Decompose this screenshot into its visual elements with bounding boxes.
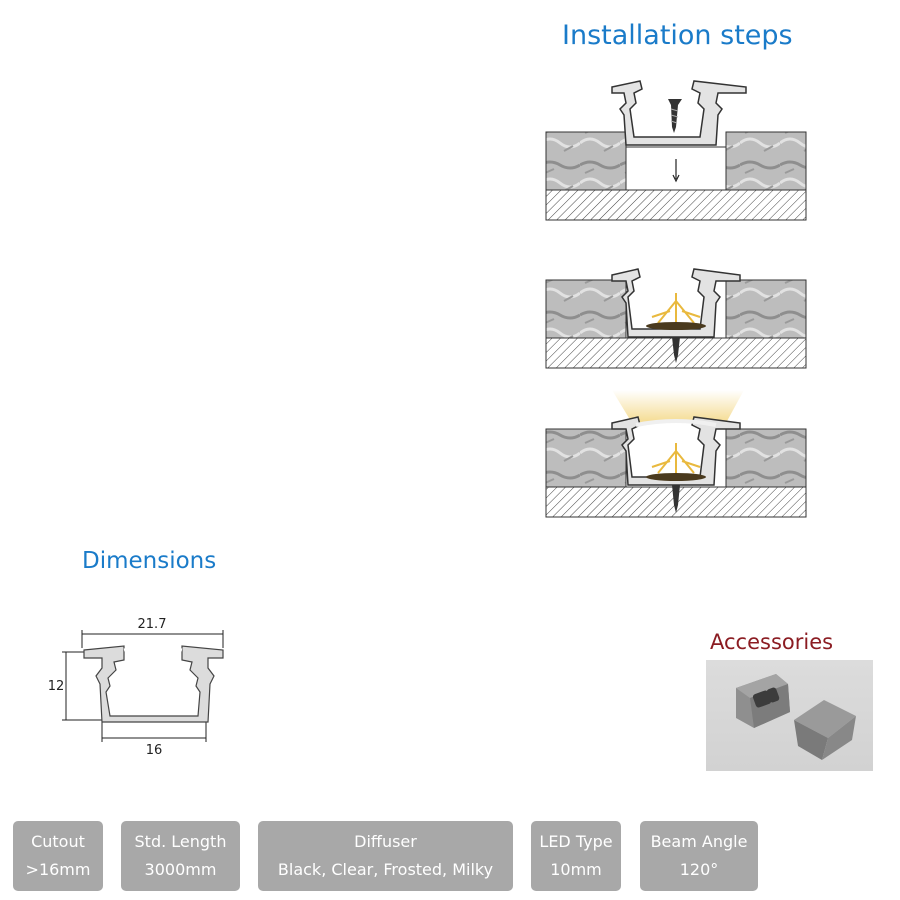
- spec-value: Black, Clear, Frosted, Milky: [277, 860, 494, 879]
- spec-value: 120°: [679, 860, 719, 879]
- spec-value: >16mm: [25, 860, 91, 879]
- spec-led-type: LED Type 10mm: [531, 821, 621, 891]
- width-label: 21.7: [138, 617, 167, 632]
- aluminium-profile: [611, 416, 741, 486]
- installation-step-2-diagram: [545, 268, 807, 369]
- spec-std-length: Std. Length 3000mm: [121, 821, 240, 891]
- spec-label: Diffuser: [354, 832, 417, 851]
- screw-icon: [672, 485, 680, 513]
- dimensions-title: Dimensions: [82, 548, 217, 574]
- height-label: 12: [48, 679, 65, 694]
- spec-value: 10mm: [550, 860, 602, 879]
- screw-icon: [672, 337, 680, 363]
- light-glow: [612, 390, 744, 423]
- arrow-down-icon: [672, 159, 680, 183]
- spec-value: 3000mm: [144, 860, 217, 879]
- aluminium-profile: [611, 268, 741, 338]
- diffuser-cover: [123, 645, 183, 652]
- dimensions-diagram: 21.7 12 16: [48, 617, 224, 758]
- aluminium-profile: [611, 80, 747, 146]
- inner-width-label: 16: [146, 743, 163, 758]
- spec-label: Std. Length: [134, 832, 227, 851]
- spec-cutout: Cutout >16mm: [13, 821, 103, 891]
- diffuser-cover: [635, 419, 717, 427]
- spec-beam-angle: Beam Angle 120°: [640, 821, 758, 891]
- spec-bar: Cutout >16mm Std. Length 3000mm Diffuser…: [0, 821, 900, 891]
- spec-label: Cutout: [31, 832, 85, 851]
- installation-step-1-diagram: [545, 80, 807, 221]
- accessories-title: Accessories: [710, 630, 834, 654]
- spec-label: LED Type: [539, 832, 613, 851]
- end-cap-plain: [794, 700, 856, 760]
- installation-steps-title: Installation steps: [562, 20, 793, 51]
- accessories-photo: [706, 660, 873, 771]
- led-light-icon: [646, 293, 706, 330]
- spec-diffuser: Diffuser Black, Clear, Frosted, Milky: [258, 821, 513, 891]
- end-cap-with-hole: [736, 674, 790, 728]
- installation-step-3-diagram: [545, 390, 807, 518]
- led-light-icon: [646, 443, 706, 481]
- profile-cross-section: [83, 645, 224, 723]
- screw-icon: [668, 99, 682, 133]
- spec-label: Beam Angle: [650, 832, 748, 851]
